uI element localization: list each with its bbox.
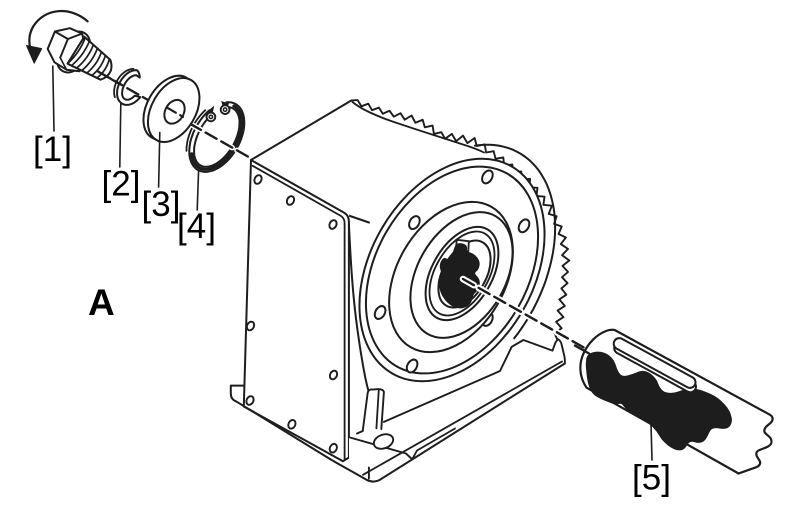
svg-text:[3]: [3] (142, 185, 181, 224)
svg-text:[5]: [5] (632, 459, 671, 498)
svg-text:A: A (88, 282, 115, 323)
svg-text:[4]: [4] (177, 207, 216, 246)
svg-text:[1]: [1] (33, 130, 72, 169)
svg-text:[2]: [2] (102, 165, 141, 204)
